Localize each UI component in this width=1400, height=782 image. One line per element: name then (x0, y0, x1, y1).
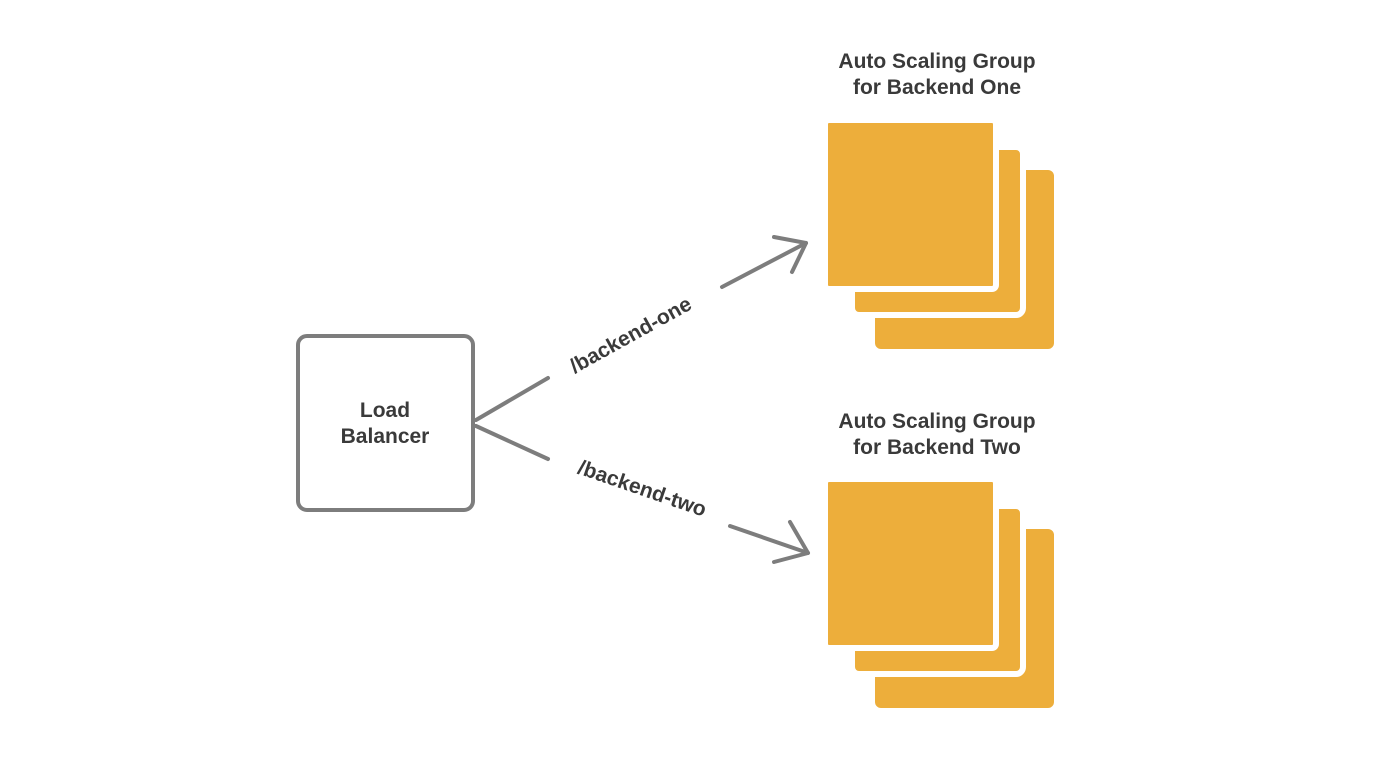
auto-scaling-group-backend-one: Auto Scaling Group for Backend One (822, 50, 1060, 355)
arrowhead-backend-one-icon (772, 235, 808, 274)
load-balancer-node: Load Balancer (296, 334, 475, 512)
group-title-backend-one-line2: for Backend One (853, 76, 1021, 99)
route-line-backend-two-a (474, 424, 550, 461)
instance-card-front (822, 476, 999, 651)
group-title-backend-one-line1: Auto Scaling Group (838, 50, 1035, 73)
load-balancer-label-line2: Balancer (341, 425, 430, 448)
arrowhead-backend-two-icon (772, 520, 810, 564)
route-line-backend-one-a (474, 376, 550, 422)
instance-card-front (822, 117, 999, 292)
route-line-backend-two-b (728, 524, 810, 555)
route-line-backend-one-b (720, 241, 808, 289)
group-title-backend-two-line2: for Backend Two (853, 436, 1021, 459)
auto-scaling-group-backend-two: Auto Scaling Group for Backend Two (822, 410, 1060, 714)
route-label-backend-two: /backend-two (575, 456, 709, 521)
route-backend-two: /backend-two (474, 424, 810, 564)
group-title-backend-two-line1: Auto Scaling Group (838, 410, 1035, 433)
route-label-backend-one: /backend-one (566, 292, 696, 378)
load-balancer-box (296, 334, 475, 512)
load-balancer-label-line1: Load (360, 399, 410, 422)
route-backend-one: /backend-one (474, 235, 808, 422)
